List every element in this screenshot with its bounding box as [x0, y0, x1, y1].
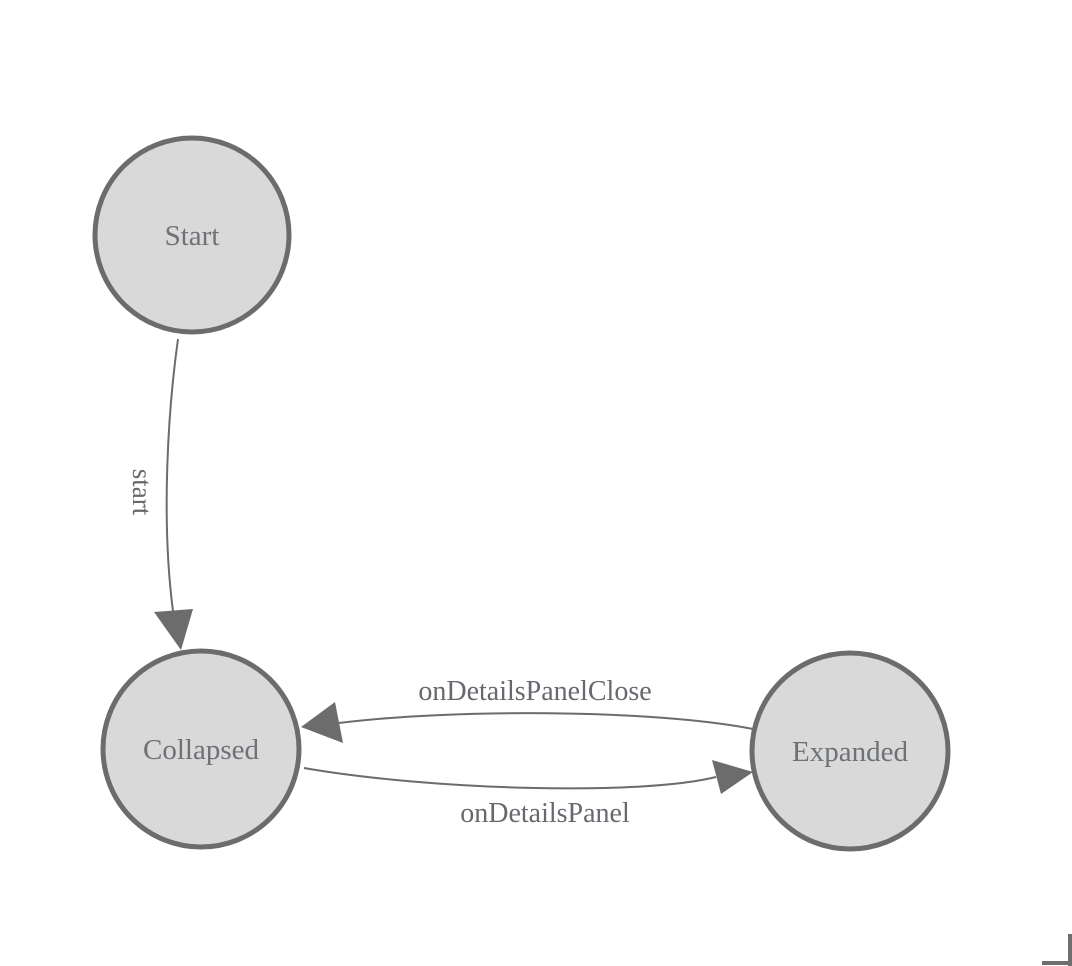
edge-label-ondetailspanelclose: onDetailsPanelClose: [418, 676, 651, 707]
corner-marker-horizontal-bar: [1042, 961, 1072, 965]
start-node-circle[interactable]: [92, 135, 292, 335]
arrowhead-into-collapsed-top-icon: [154, 609, 193, 650]
canvas-corner-marker: [1042, 934, 1072, 966]
expanded-node-label: Expanded: [792, 736, 908, 768]
state-node-collapsed[interactable]: Collapsed: [100, 648, 302, 850]
state-node-expanded[interactable]: Expanded: [749, 650, 951, 852]
arrowhead-into-expanded-left-icon: [712, 760, 753, 794]
arrowhead-into-collapsed-right-icon: [301, 702, 343, 743]
edge-expanded-to-collapsed[interactable]: [301, 702, 754, 743]
collapsed-node-circle[interactable]: [100, 648, 302, 850]
edge-label-ondetailspanel: onDetailsPanel: [460, 798, 630, 829]
edge-start-to-collapsed-path[interactable]: [165, 338, 179, 612]
edge-expanded-to-collapsed-path[interactable]: [338, 712, 754, 730]
expanded-node-circle[interactable]: [749, 650, 951, 852]
edge-collapsed-to-expanded[interactable]: [303, 760, 753, 794]
start-node-label: Start: [165, 220, 220, 252]
collapsed-node-label: Collapsed: [143, 734, 259, 766]
edge-label-start: start: [127, 469, 157, 516]
edge-collapsed-to-expanded-path[interactable]: [303, 767, 717, 790]
edge-start-to-collapsed[interactable]: [154, 338, 193, 650]
state-node-start[interactable]: Start: [92, 135, 292, 335]
corner-marker-vertical-bar: [1068, 934, 1072, 966]
